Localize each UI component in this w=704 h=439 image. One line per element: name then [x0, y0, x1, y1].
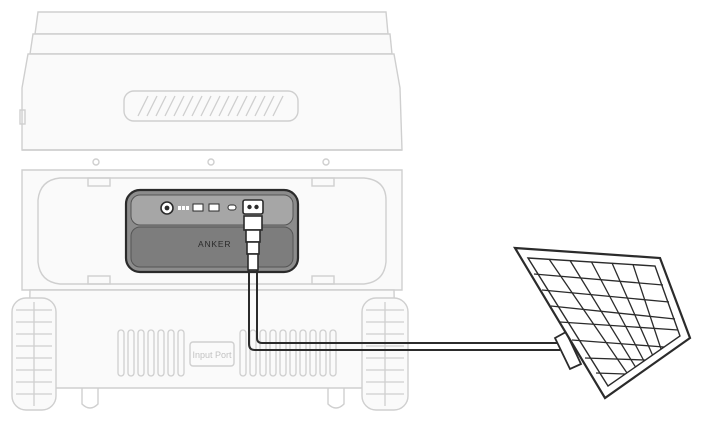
lower-vent-slats [117, 329, 337, 377]
foot-right [327, 388, 345, 409]
solar-cable [243, 215, 560, 351]
usb-a-port-icon [208, 203, 220, 212]
generator-upper-housing [21, 53, 403, 151]
top-vent-grille [123, 90, 299, 122]
screw [207, 158, 215, 166]
bay-clip [87, 177, 111, 187]
recessed-bay [37, 177, 387, 285]
solar-panel [512, 246, 692, 400]
battery-indicator-icon [178, 206, 189, 210]
brand-logo-text: ANKER [198, 239, 231, 249]
wheel-right [361, 297, 409, 411]
generator-body: Input Port [19, 11, 403, 409]
solar-cell-grid [533, 258, 679, 375]
screw [322, 158, 330, 166]
usb-c-port-icon [227, 204, 237, 211]
bay-clip [311, 177, 335, 187]
screw [92, 158, 100, 166]
top-vent-slats [137, 95, 284, 117]
bay-clip [311, 275, 335, 285]
foot-left [81, 388, 99, 409]
solar-kickstand [553, 330, 583, 371]
wheel-left [11, 297, 57, 411]
input-port-label: Input Port [192, 350, 232, 360]
generator-top-band [29, 33, 393, 55]
bay-clip [87, 275, 111, 285]
cable-plug-icon [243, 215, 263, 231]
input-port-plate [189, 341, 235, 367]
side-tab [19, 109, 26, 125]
generator-top-lid [34, 11, 389, 35]
power-station: ANKER [124, 188, 300, 274]
usb-a-port-icon [192, 203, 204, 212]
generator-lower-body [27, 289, 397, 389]
dc-input-port-icon [242, 199, 264, 215]
